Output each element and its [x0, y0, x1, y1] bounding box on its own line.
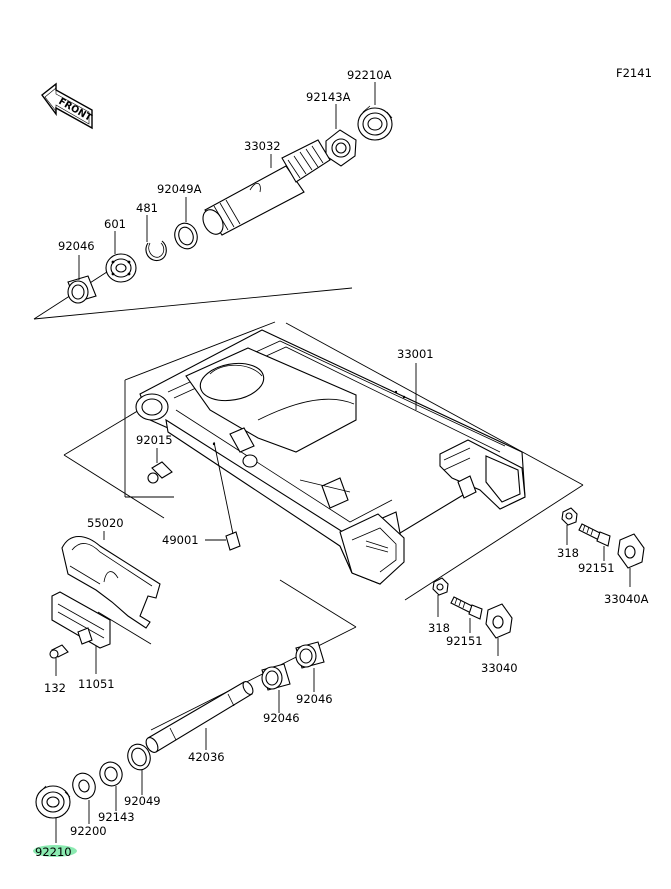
part-318-nut-a — [561, 507, 578, 526]
label-42036: 42036 — [188, 750, 225, 764]
part-92151-bolt-a — [578, 523, 611, 547]
label-92046-c: 92046 — [263, 711, 300, 725]
figure-id: F2141 — [616, 66, 652, 80]
label-49001: 49001 — [162, 533, 199, 547]
part-33040a-block — [617, 533, 645, 569]
label-92151-a: 92151 — [578, 561, 615, 575]
part-49001-fitting — [213, 441, 241, 551]
part-318-nut-b — [432, 577, 449, 596]
front-arrow-icon: FRONT — [41, 82, 94, 130]
part-33040-block — [485, 603, 513, 639]
bottom-axle-group: 42036 92046 92046 92049 92143 92200 — [33, 579, 357, 859]
label-92049a: 92049A — [157, 182, 202, 196]
label-92046-top: 92046 — [58, 239, 95, 253]
label-92200: 92200 — [70, 824, 107, 838]
part-92049a-ring — [174, 222, 198, 250]
part-92143a-collar — [325, 129, 357, 167]
label-92049: 92049 — [124, 794, 161, 808]
part-92046-bearing-top — [67, 275, 97, 304]
label-92015: 92015 — [136, 433, 173, 447]
label-92210a: 92210A — [347, 68, 392, 82]
label-33001: 33001 — [397, 347, 434, 361]
part-92015-bolt — [147, 461, 173, 484]
swingarm-main-group — [63, 321, 584, 601]
part-601-bearing — [105, 253, 137, 283]
label-318-b: 318 — [428, 621, 450, 635]
label-33040: 33040 — [481, 661, 518, 675]
label-318-a: 318 — [557, 546, 579, 560]
label-132: 132 — [44, 681, 66, 695]
label-92210: 92210 — [35, 845, 72, 859]
part-481-snap-ring — [145, 240, 167, 262]
part-92151-bolt-b — [450, 596, 483, 620]
label-92046-d: 92046 — [296, 692, 333, 706]
highlight-marker — [33, 845, 77, 857]
label-601: 601 — [104, 217, 126, 231]
label-33032: 33032 — [244, 139, 281, 153]
label-11051: 11051 — [78, 677, 115, 691]
label-481: 481 — [136, 201, 158, 215]
label-55020: 55020 — [87, 516, 124, 530]
part-33032-shaft — [202, 139, 331, 236]
label-33040a: 33040A — [604, 592, 649, 606]
part-92210a-seal — [357, 105, 393, 141]
label-92151-b: 92151 — [446, 634, 483, 648]
label-92143: 92143 — [98, 810, 135, 824]
label-92143a: 92143A — [306, 90, 351, 104]
pivot-group-top: 92210A 92143A 33032 92049A — [33, 68, 393, 320]
chain-guide-group: 55020 11051 132 — [44, 516, 161, 695]
